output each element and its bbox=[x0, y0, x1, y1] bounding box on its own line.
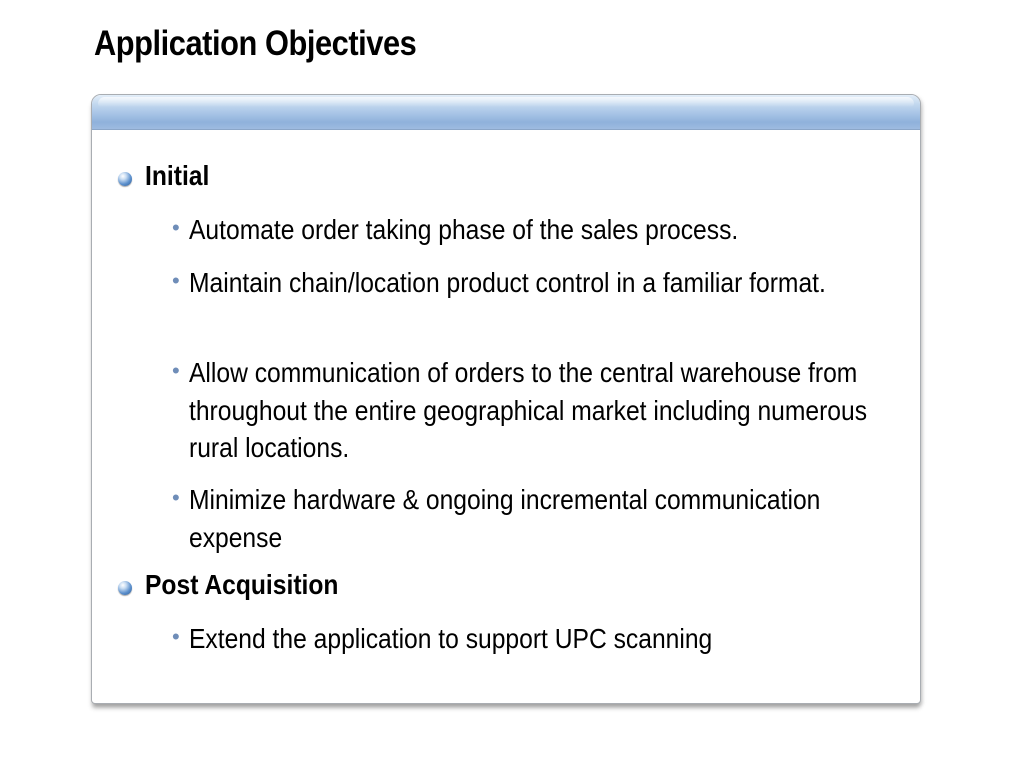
content-panel: Initial • Automate order taking phase of… bbox=[91, 94, 921, 704]
section-heading-post-acquisition: Post Acquisition bbox=[145, 569, 339, 600]
list-item: Maintain chain/location product control … bbox=[189, 267, 826, 298]
section-heading-initial: Initial bbox=[145, 160, 210, 191]
list-item: Allow communication of orders to the cen… bbox=[189, 357, 868, 463]
slide-title: Application Objectives bbox=[94, 24, 417, 63]
dot-bullet-icon: • bbox=[172, 624, 180, 649]
bullet-outline: Initial • Automate order taking phase of… bbox=[92, 95, 920, 703]
list-item: Automate order taking phase of the sales… bbox=[189, 214, 739, 245]
panel-header-bar bbox=[92, 95, 920, 130]
dot-bullet-icon: • bbox=[172, 358, 180, 383]
dot-bullet-icon: • bbox=[172, 215, 180, 240]
dot-bullet-icon: • bbox=[172, 268, 180, 293]
blue-sphere-bullet-icon bbox=[118, 581, 132, 595]
blue-sphere-bullet-icon bbox=[118, 172, 132, 186]
list-item: Extend the application to support UPC sc… bbox=[189, 623, 713, 654]
dot-bullet-icon: • bbox=[172, 485, 180, 510]
list-item: Minimize hardware & ongoing incremental … bbox=[189, 484, 821, 553]
panel-header-gloss bbox=[98, 97, 914, 107]
